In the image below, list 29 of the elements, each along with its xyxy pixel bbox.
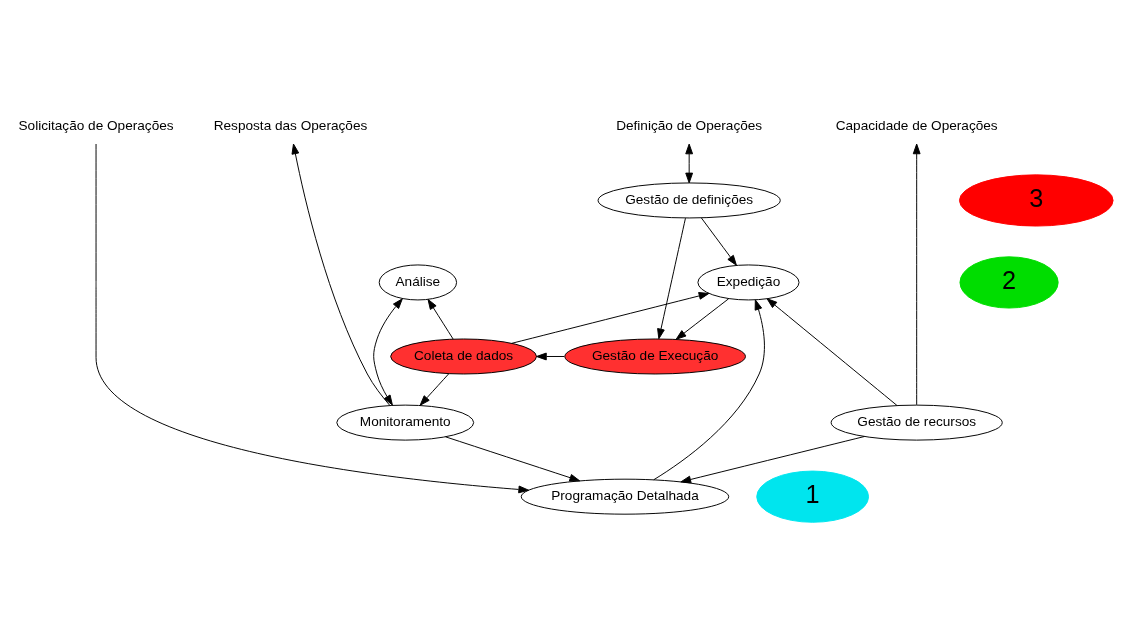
node-ellipse: 2 [959, 256, 1059, 309]
arrow [912, 143, 921, 406]
arrow [766, 298, 898, 406]
node-ellipse: Análise [378, 264, 458, 301]
node-text: Capacidade de Operações [835, 117, 998, 133]
arrow [675, 298, 730, 340]
arrow [445, 436, 581, 482]
arrow [536, 352, 565, 361]
node-ellipse: Monitoramento [336, 404, 475, 441]
arrow [511, 292, 710, 344]
arrow [373, 298, 403, 406]
node-ellipse: Coleta de dados [390, 338, 537, 375]
arrow [657, 217, 686, 340]
arrow [427, 298, 454, 340]
node-ellipse: Gestão de definições [597, 182, 781, 219]
arrow [291, 143, 391, 406]
node-text: Solicitação de Operações [18, 117, 174, 133]
arrow [685, 143, 694, 184]
arrow [95, 143, 530, 494]
node-text: Resposta das Operações [213, 117, 368, 133]
arrow [700, 217, 737, 266]
node-ellipse: 3 [959, 174, 1114, 227]
node-ellipse: Gestão de recursos [830, 404, 1003, 441]
arrow [653, 299, 765, 481]
arrow [680, 436, 866, 484]
arrow [419, 373, 450, 406]
node-ellipse: 1 [756, 470, 870, 523]
node-ellipse: Gestão de Execução [564, 338, 746, 375]
node-text: Definição de Operações [616, 117, 763, 133]
